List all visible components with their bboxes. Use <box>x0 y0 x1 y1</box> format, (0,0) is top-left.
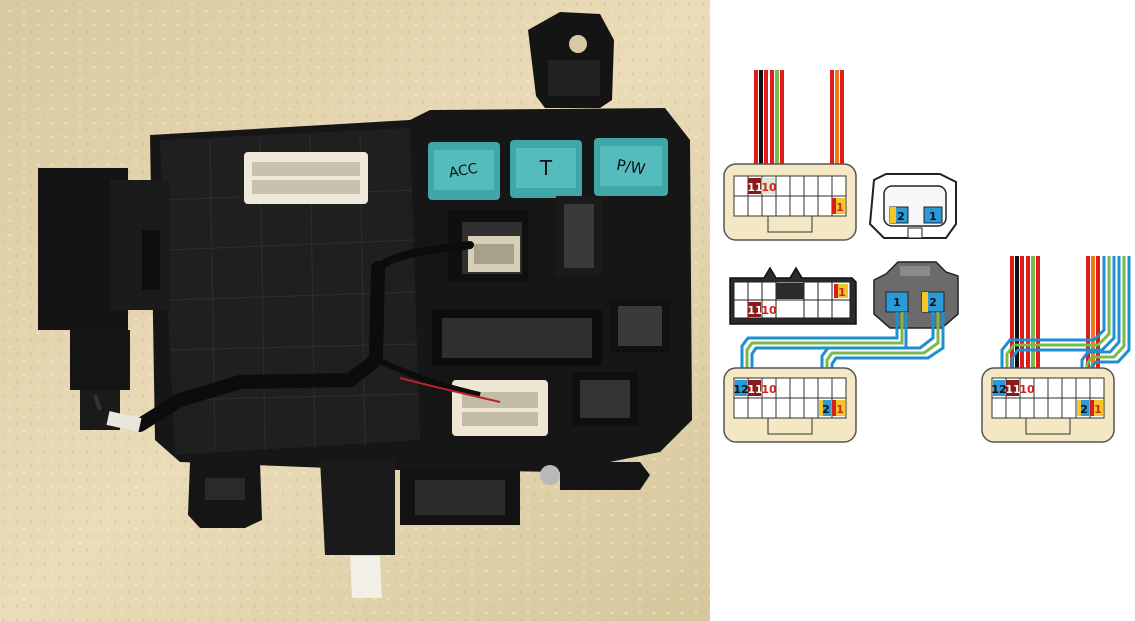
connector-a-pin-11 <box>748 178 761 194</box>
connector-b: 2 1 <box>868 173 957 239</box>
relay-pw: P/W <box>594 138 668 196</box>
white-connector-top <box>244 152 368 204</box>
connector-e: 12 11 10 2 1 <box>723 367 857 443</box>
relay-acc-label: ACC <box>448 161 479 182</box>
side-relay <box>38 168 170 430</box>
connector-f: 12 11 10 2 1 <box>981 367 1115 443</box>
wire-harness <box>93 241 501 432</box>
connector-c-pin-11 <box>748 302 761 317</box>
connector-d: 1 2 <box>873 261 959 329</box>
connector-wiring-diagram: 11 10 1 2 1 1 11 1 <box>710 0 1135 621</box>
connector-f-pin-12-label: 12 <box>991 383 1006 396</box>
connector-f-pin-12 <box>993 380 1005 396</box>
connector-f-pin-10-label: 10 <box>1019 383 1035 396</box>
connector-b-pin-1 <box>923 206 943 224</box>
connector-f-pin-11-label: 11 <box>1005 383 1020 396</box>
wires-connector-a <box>754 70 844 166</box>
top-mounting-tab <box>528 12 614 108</box>
connector-e-pin-12 <box>735 380 747 396</box>
connector-e-pin-10-label: 10 <box>761 383 777 396</box>
connector-e-pin-11-label: 11 <box>747 383 762 396</box>
connector-e-pin-11 <box>748 380 761 396</box>
connector-b-pin-1-label: 1 <box>929 210 937 223</box>
connector-d-pin-1-label: 1 <box>893 296 901 309</box>
wires-connector-f <box>1000 256 1131 372</box>
connector-f-pin-1-label: 1 <box>1094 403 1102 416</box>
connector-c-pin-11-label: 11 <box>747 304 762 317</box>
connector-e-pin-2-label: 2 <box>822 403 830 416</box>
connector-e-pin-12-label: 12 <box>733 383 748 396</box>
connector-b-pin-2-label: 2 <box>897 210 905 223</box>
connector-a: 11 10 1 <box>723 163 857 241</box>
connector-a-pin-11-label: 11 <box>747 181 762 194</box>
connector-d-pin-2-label: 2 <box>929 296 937 309</box>
connector-c-pin-1-label: 1 <box>838 286 846 299</box>
fuse-box-photo: ACC T P/W <box>0 0 710 621</box>
connector-a-pin-1-label: 1 <box>836 201 844 214</box>
relay-t: T <box>510 140 582 198</box>
connector-c-pin-10-label: 10 <box>761 304 777 317</box>
connector-f-pin-2-label: 2 <box>1080 403 1088 416</box>
relay-t-label: T <box>539 156 553 180</box>
relay-pw-label: P/W <box>615 156 647 179</box>
connector-a-pin-10-label: 10 <box>761 181 777 194</box>
beige-connector-bottom <box>452 380 548 436</box>
connector-e-pin-1-label: 1 <box>836 403 844 416</box>
relay-acc: ACC <box>428 142 500 200</box>
connector-f-pin-11 <box>1006 380 1019 396</box>
mounting-bolt <box>540 465 560 485</box>
connector-c: 1 11 10 <box>729 266 857 325</box>
socket-group <box>432 196 670 426</box>
beige-connector-small <box>468 236 520 272</box>
wires-connector-d-to-e <box>740 312 945 372</box>
